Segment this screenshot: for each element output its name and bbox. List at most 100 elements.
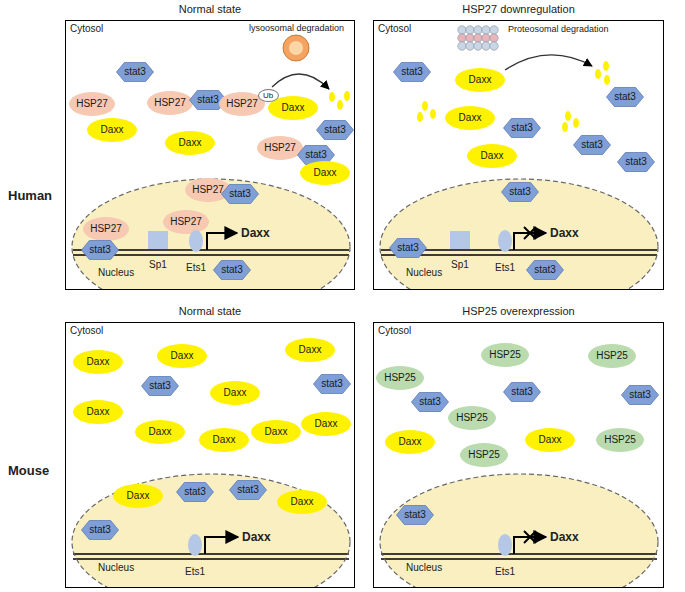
block-mark <box>524 531 536 543</box>
daxx-fragment <box>573 118 579 128</box>
daxx-protein: Daxx <box>455 68 505 92</box>
hsp25-protein: HSP25 <box>448 406 496 430</box>
stat3-hexagon <box>390 239 427 258</box>
daxx-protein: Daxx <box>73 400 123 424</box>
panel-title: HSP25 overexpression <box>373 305 664 318</box>
stat3-hexagon: stat3 <box>116 62 154 82</box>
daxx-fragment <box>329 92 335 102</box>
protein-label: stat3 <box>401 66 423 78</box>
stat3-hexagon <box>82 521 119 540</box>
daxx-fragment <box>562 122 568 132</box>
compartment-label: Nucleus <box>406 562 442 574</box>
nucleus-fill <box>72 474 350 588</box>
daxx-fragment <box>430 109 436 119</box>
hsp27-protein: HSP27 <box>185 178 231 202</box>
nucleus: NucleusDaxxstat3stat3Daxxstat3Ets1 <box>70 472 352 587</box>
daxx-fragment <box>329 61 610 132</box>
protein-label: stat3 <box>397 242 419 254</box>
protein-label: HSP27 <box>90 223 122 235</box>
daxx-protein: Daxx <box>165 131 215 155</box>
hsp27-protein: HSP27 <box>163 210 209 234</box>
protein-label: stat3 <box>534 264 556 276</box>
degradation-arrow <box>272 55 592 89</box>
proteasome <box>482 42 490 50</box>
protein-label: stat3 <box>321 378 343 390</box>
ets1-factor: Ets1 <box>188 534 202 556</box>
hsp25-protein: HSP25 <box>596 428 644 452</box>
lysosome <box>283 35 309 61</box>
stat3-hexagon: stat3 <box>176 482 214 502</box>
stat3-hexagon <box>504 383 541 402</box>
hsp25-protein: HSP25 <box>460 443 508 467</box>
protein-label: HSP25 <box>489 349 521 361</box>
protein-label: Daxx <box>314 167 337 179</box>
daxx-fragment <box>565 111 571 121</box>
factor-label: Sp1 <box>451 259 469 271</box>
protein-label: Daxx <box>179 137 202 149</box>
state-panel: HSP25 overexpressionCytosolHSP25HSP25HSP… <box>373 322 664 588</box>
protein-label: Ub <box>263 91 273 100</box>
dna-strand <box>381 558 657 560</box>
protein-label: Daxx <box>399 436 422 448</box>
daxx-fragment <box>595 69 601 79</box>
protein-label: stat3 <box>324 124 346 136</box>
protein-label: stat3 <box>221 264 243 276</box>
protein-label: Daxx <box>282 102 305 114</box>
block-mark <box>524 227 536 239</box>
stat3-hexagon: stat3 <box>81 240 119 260</box>
stat3-hexagon <box>412 393 449 412</box>
compartment-label: Nucleus <box>98 562 134 574</box>
protein-label: HSP27 <box>264 142 296 154</box>
daxx-protein: Daxx <box>277 490 327 514</box>
stat3-hexagon <box>502 183 539 202</box>
nucleus-outline <box>380 179 658 289</box>
hsp27-protein: HSP27 <box>83 217 129 241</box>
nucleus: Nucleusstat3Ets1 <box>378 472 660 587</box>
stat3-hexagon: stat3 <box>606 87 644 107</box>
row-label: Human <box>8 188 52 203</box>
stat3-hexagon <box>177 483 214 502</box>
block-mark <box>524 227 536 239</box>
protein-label: Daxx <box>265 426 288 438</box>
compartment-label: Nucleus <box>98 267 134 279</box>
stat3-hexagon: stat3 <box>389 238 427 258</box>
protein-label: Daxx <box>291 496 314 508</box>
protein-label: Daxx <box>87 406 110 418</box>
protein-label: stat3 <box>625 156 647 168</box>
stat3-hexagon: stat3 <box>617 152 655 172</box>
sp1-factor: Sp1 <box>148 231 168 249</box>
block-mark <box>524 531 536 543</box>
proteasome <box>458 34 466 42</box>
stat3-hexagon: stat3 <box>316 120 354 140</box>
state-panel: Normal stateCytosolDaxxDaxxDaxxstat3Daxx… <box>65 322 355 588</box>
dna-strand <box>73 250 657 559</box>
proteasome <box>458 26 498 50</box>
protein-label: HSP27 <box>226 98 258 110</box>
protein-label: stat3 <box>237 484 259 496</box>
gene-label: Daxx <box>550 226 579 240</box>
protein-label: stat3 <box>511 122 533 134</box>
protein-label: stat3 <box>149 380 171 392</box>
daxx-protein: Daxx <box>73 350 123 374</box>
factor-label: Ets1 <box>185 566 205 578</box>
protein-label: stat3 <box>581 139 603 151</box>
degradation-arrow <box>272 74 329 89</box>
dna-strand <box>381 553 657 555</box>
stat3-hexagon: stat3 <box>573 135 611 155</box>
panel-title: Normal state <box>65 305 355 318</box>
pathway-note: Proteosomal degradation <box>508 24 609 35</box>
protein-label: stat3 <box>614 91 636 103</box>
ets1-factor: Ets1 <box>189 230 203 252</box>
lysosome <box>289 41 303 55</box>
daxx-fragment <box>604 75 610 85</box>
state-panel: HSP27 downregulationCytosolstat3DaxxDaxx… <box>373 20 664 290</box>
dna-strand <box>381 254 657 256</box>
proteasome <box>490 34 498 42</box>
panel-title: Normal state <box>65 3 355 16</box>
stat3-hexagon <box>618 153 655 172</box>
proteasome <box>482 34 490 42</box>
compartment-label: Cytosol <box>70 325 103 337</box>
protein-label: Daxx <box>101 124 124 136</box>
protein-label: Daxx <box>469 74 492 86</box>
ets1-factor: Ets1 <box>498 534 512 556</box>
